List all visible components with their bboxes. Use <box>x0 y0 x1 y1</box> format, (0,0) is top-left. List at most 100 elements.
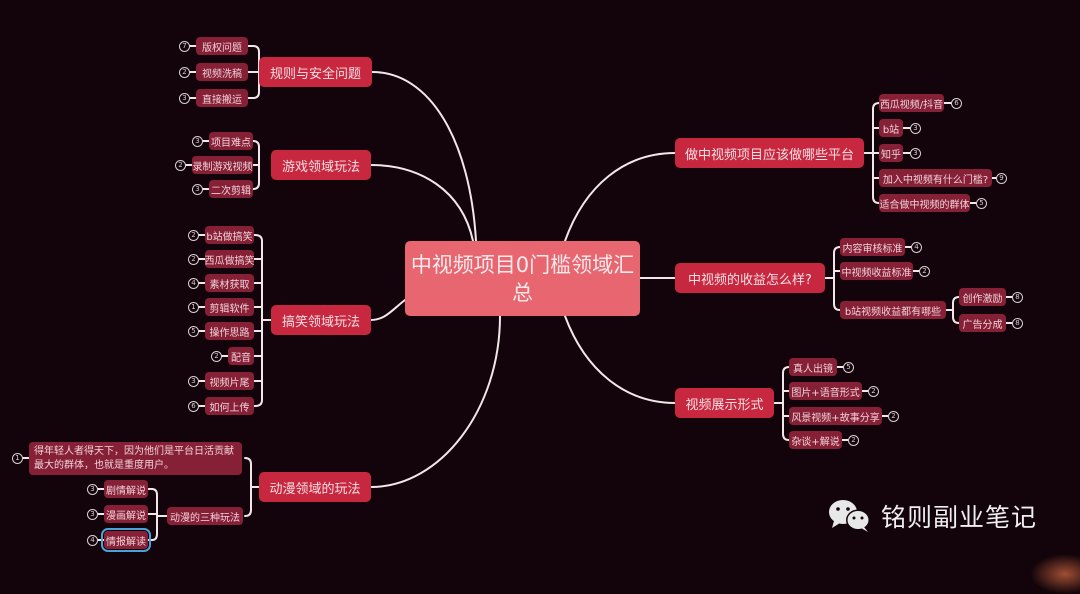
topic-target-creators[interactable]: 适合做中视频的群体 <box>879 194 970 212</box>
count-badge: 1 <box>188 302 199 313</box>
topic-bilibili[interactable]: b站 <box>879 119 903 137</box>
topic-xigua-comedy[interactable]: 西瓜做搞笑 <box>204 250 255 268</box>
branch-gaming[interactable]: 游戏领域玩法 <box>271 150 371 180</box>
count-badge: 8 <box>1012 292 1023 303</box>
count-badge: 1 <box>12 453 23 464</box>
count-badge: 2 <box>919 266 930 277</box>
branch-anime[interactable]: 动漫领域的玩法 <box>259 472 371 502</box>
topic-label: 素材获取 <box>209 279 250 291</box>
count-badge: 3 <box>192 136 203 147</box>
topic-video-ending[interactable]: 视频片尾 <box>205 372 254 390</box>
count-badge: 5 <box>976 198 987 209</box>
count-badge: 2 <box>211 351 222 362</box>
topic-label: 动漫的三种玩法 <box>170 512 240 524</box>
count-badge: 3 <box>910 123 921 134</box>
topic-content-review[interactable]: 内容审核标准 <box>840 238 905 256</box>
topic-re-edit[interactable]: 二次剪辑 <box>209 180 253 198</box>
topic-workflow[interactable]: 操作思路 <box>205 322 254 340</box>
topic-creator-incentive[interactable]: 创作激励 <box>959 288 1006 306</box>
root-label: 中视频项目0门槛领域汇总 <box>410 252 635 305</box>
topic-label: 得年轻人者得天下，因为他们是平台日活贡献最大的群体，也就是重度用户。 <box>34 445 234 471</box>
topic-record-gameplay[interactable]: 录制游戏视频 <box>192 156 253 174</box>
topic-label: 中视频收益标准 <box>841 267 912 279</box>
topic-label: 漫画解说 <box>106 510 146 522</box>
topic-video-rewrite[interactable]: 视频洗稿 <box>196 63 248 81</box>
topic-scenery-story[interactable]: 风景视频+故事分享 <box>789 407 882 425</box>
branch-label: 视频展示形式 <box>685 397 764 413</box>
topic-label: 版权问题 <box>202 42 242 54</box>
topic-editing-software[interactable]: 剪辑软件 <box>205 298 254 316</box>
branch-video-formats[interactable]: 视频展示形式 <box>675 388 774 418</box>
branch-label: 中视频的收益怎么样? <box>688 272 812 288</box>
topic-label: 西瓜视频/抖音 <box>879 99 944 111</box>
root-node[interactable]: 中视频项目0门槛领域汇总 <box>405 241 640 316</box>
topic-label: 图片+语音形式 <box>791 387 860 399</box>
branch-rules-safety[interactable]: 规则与安全问题 <box>259 57 372 87</box>
topic-three-anime-methods[interactable]: 动漫的三种玩法 <box>167 507 243 525</box>
topic-label: 直接搬运 <box>202 94 242 106</box>
topic-manga-commentary[interactable]: 漫画解说 <box>104 505 148 523</box>
watermark: 铭则副业笔记 <box>827 498 1037 534</box>
topic-material-sourcing[interactable]: 素材获取 <box>205 274 254 292</box>
connector-lines <box>22 45 1013 541</box>
topic-project-difficulty[interactable]: 项目难点 <box>209 132 253 150</box>
branch-earnings[interactable]: 中视频的收益怎么样? <box>675 263 825 293</box>
topic-talk-commentary[interactable]: 杂谈+解说 <box>789 431 842 449</box>
count-badge: 2 <box>179 67 190 78</box>
topic-plot-commentary[interactable]: 剧情解说 <box>104 480 148 498</box>
topic-entry-threshold[interactable]: 加入中视频有什么门槛? <box>879 169 992 187</box>
topic-on-camera[interactable]: 真人出镜 <box>789 358 837 376</box>
topic-intel-analysis[interactable]: 情报解读 <box>101 528 151 552</box>
count-badge: 3 <box>87 509 98 520</box>
topic-earnings-standard[interactable]: 中视频收益标准 <box>840 262 913 280</box>
count-badge: 6 <box>188 401 199 412</box>
topic-label: 加入中视频有什么门槛? <box>882 174 989 186</box>
topic-label: 录制游戏视频 <box>192 161 253 173</box>
topic-label: b站视频收益都有哪些 <box>844 306 942 318</box>
topic-bilibili-revenue[interactable]: b站视频收益都有哪些 <box>840 301 946 319</box>
topic-label: 视频片尾 <box>209 377 250 389</box>
count-badge: 3 <box>188 376 199 387</box>
corner-glow <box>1030 554 1080 594</box>
count-badge: 2 <box>848 435 859 446</box>
topic-label: 内容审核标准 <box>842 243 903 255</box>
topic-label: b站做搞笑 <box>206 231 253 243</box>
branch-label: 动漫领域的玩法 <box>269 481 361 497</box>
count-badge: 6 <box>951 98 962 109</box>
count-badge: 9 <box>996 173 1007 184</box>
count-badge: 2 <box>888 411 899 422</box>
branch-platforms[interactable]: 做中视频项目应该做哪些平台 <box>675 138 864 168</box>
topic-image-voice[interactable]: 图片+语音形式 <box>789 382 862 400</box>
topic-label: 剧情解说 <box>106 485 146 497</box>
topic-label: 项目难点 <box>211 137 251 149</box>
topic-label: 如何上传 <box>209 402 250 414</box>
topic-label: 剪辑软件 <box>209 303 250 315</box>
topic-copyright[interactable]: 版权问题 <box>196 37 248 55</box>
topic-bilibili-comedy[interactable]: b站做搞笑 <box>205 226 254 244</box>
count-badge: 5 <box>843 362 854 373</box>
count-badge: 2 <box>868 386 879 397</box>
count-badge: 3 <box>192 184 203 195</box>
topic-young-audience-note[interactable]: 得年轻人者得天下，因为他们是平台日活贡献最大的群体，也就是重度用户。 <box>29 442 242 475</box>
topic-label: 知乎 <box>881 149 901 161</box>
topic-label: 二次剪辑 <box>211 185 251 197</box>
count-badge: 5 <box>188 326 199 337</box>
count-badge: 2 <box>188 254 199 265</box>
count-badge: 4 <box>188 278 199 289</box>
topic-zhihu[interactable]: 知乎 <box>879 144 903 162</box>
branch-comedy[interactable]: 搞笑领域玩法 <box>271 305 371 335</box>
topic-label: 操作思路 <box>209 327 250 339</box>
topic-label: 西瓜做搞笑 <box>204 255 255 267</box>
count-badge: 3 <box>179 93 190 104</box>
topic-label: 适合做中视频的群体 <box>879 199 970 211</box>
count-badge: 3 <box>910 148 921 159</box>
topic-ad-revenue-share[interactable]: 广告分成 <box>959 314 1006 332</box>
topic-how-to-upload[interactable]: 如何上传 <box>205 397 254 415</box>
topic-label: 视频洗稿 <box>202 68 242 80</box>
watermark-text: 铭则副业笔记 <box>881 503 1038 532</box>
topic-label: 杂谈+解说 <box>791 436 840 448</box>
topic-xigua-douyin[interactable]: 西瓜视频/抖音 <box>879 94 944 112</box>
topic-label: 广告分成 <box>962 319 1003 331</box>
topic-voiceover[interactable]: 配音 <box>228 347 254 365</box>
topic-direct-repost[interactable]: 直接搬运 <box>196 89 248 107</box>
